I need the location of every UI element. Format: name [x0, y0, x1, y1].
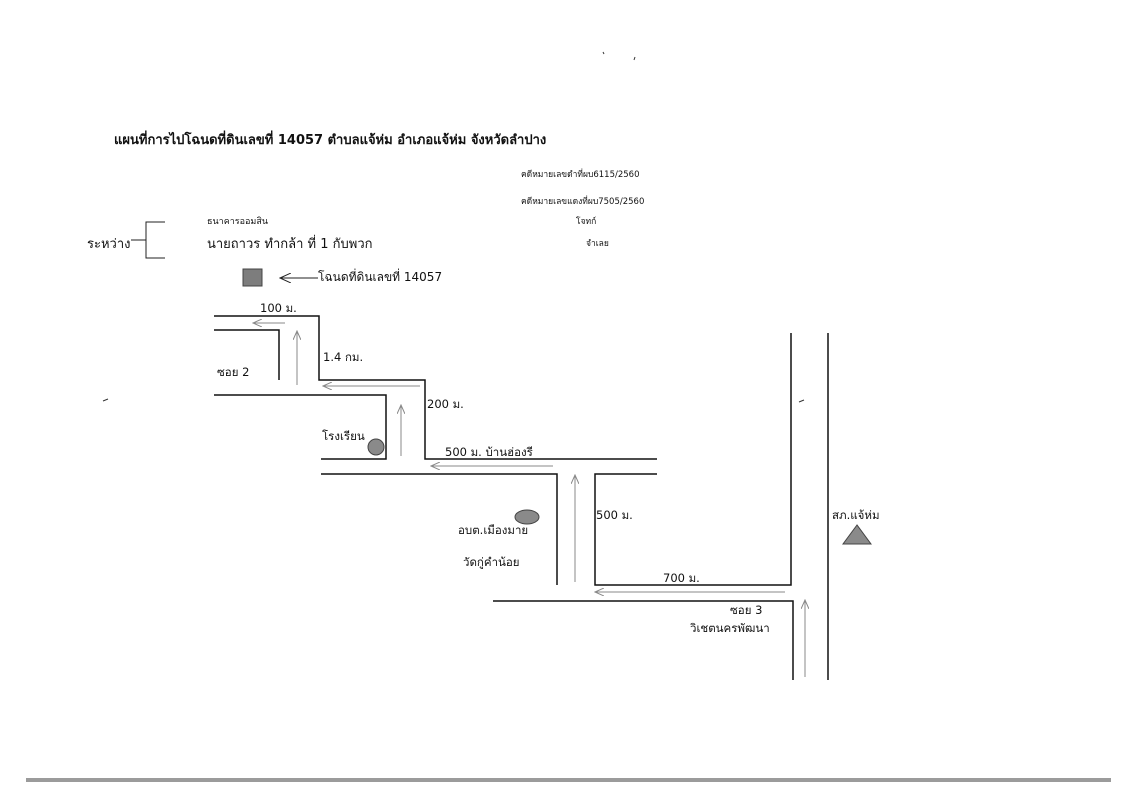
school-marker	[367, 438, 385, 456]
road-500m-right-edge	[594, 333, 792, 586]
scan-bottom-edge	[26, 778, 1111, 782]
page-title: แผนที่การไปโฉนดที่ดินเลขที่ 14057 ตำบลแจ…	[114, 133, 547, 148]
land-parcel-marker	[242, 268, 263, 287]
road-network	[214, 315, 829, 680]
party-plaintiff: ธนาคารออมสิน	[207, 217, 268, 227]
label-1-4km: 1.4 กม.	[323, 350, 363, 364]
road-soi3-upper-edge	[493, 600, 794, 680]
label-soi3: ซอย 3	[730, 603, 762, 617]
scan-specks	[102, 51, 805, 403]
label-school: โรงเรียน	[322, 429, 365, 443]
between-label: ระหว่าง	[87, 237, 131, 252]
police-station-marker	[842, 524, 872, 545]
party-defendant: นายถาวร ทำกล้า ที่ 1 กับพวก	[207, 237, 373, 252]
red-case-number: คดีหมายเลขแดงที่ผบ7505/2560	[521, 197, 645, 207]
road-1-4km-lower-edge	[214, 394, 387, 460]
label-police-station: สภ.แจ้ห่ม	[832, 508, 880, 522]
label-soi2: ซอย 2	[217, 365, 249, 379]
legend-land-label: โฉนดที่ดินเลขที่ 14057	[318, 270, 443, 284]
road-ban-hong-ri-lower-edge	[321, 473, 558, 585]
plaintiff-label: โจทก์	[576, 217, 597, 227]
label-soi3-name: วิเชตนครพัฒนา	[689, 621, 769, 635]
road-top-upper-edge	[214, 315, 657, 460]
road-soi2-edge	[214, 329, 280, 380]
black-case-number: คดีหมายเลขดำที่ผบ6115/2560	[521, 170, 640, 180]
label-700m: 700 ม.	[663, 571, 700, 585]
tambon-office-marker	[514, 509, 540, 525]
label-100m: 100 ม.	[260, 301, 297, 315]
label-200m: 200 ม.	[427, 397, 464, 411]
label-ban-hong-ri: 500 ม. บ้านฮ่องรี	[445, 445, 533, 459]
label-500m: 500 ม.	[596, 508, 633, 522]
defendant-label: จำเลย	[586, 239, 609, 249]
route-arrows	[253, 323, 805, 677]
label-tambon-office: อบต.เมืองมาย	[458, 523, 528, 537]
parties-bracket	[131, 221, 165, 259]
label-temple: วัดกู่คำน้อย	[463, 555, 520, 569]
